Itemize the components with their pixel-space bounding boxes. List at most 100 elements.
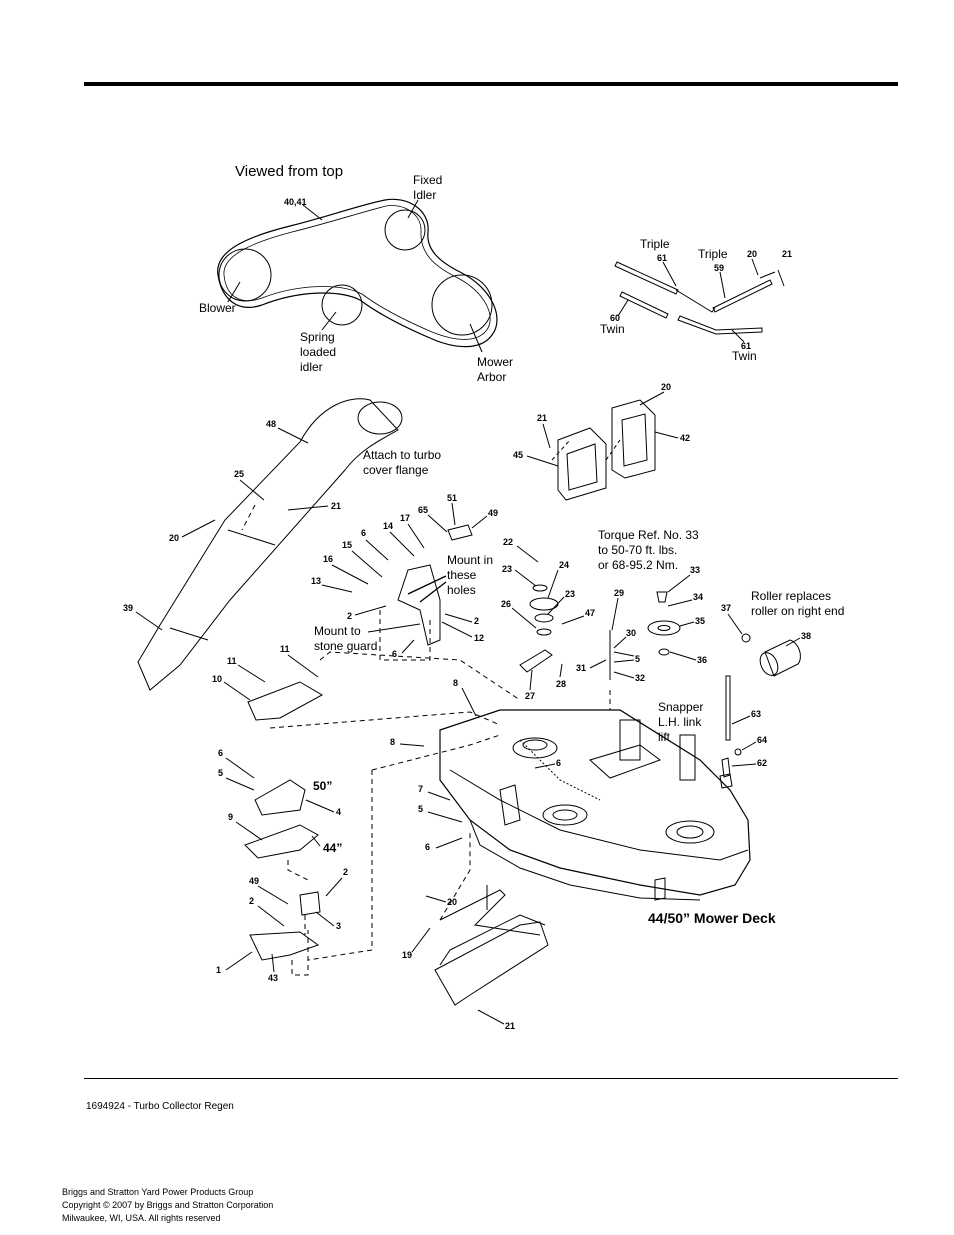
mower-arbor-pulley <box>431 274 493 336</box>
part-2a: 2 <box>347 611 352 621</box>
part-5c: 5 <box>418 804 423 814</box>
strip-hardware: Triple 61 Triple 59 20 21 60 Twin 61 Twi… <box>600 237 792 363</box>
cover-plates: 20 42 21 45 <box>513 382 690 501</box>
part-61b: 61 <box>741 341 751 351</box>
part-60: 60 <box>610 313 620 323</box>
part-8a: 8 <box>453 678 458 688</box>
blower-label: Blower <box>199 301 236 315</box>
twin-label-b: Twin <box>732 349 757 363</box>
part-63: 63 <box>751 709 761 719</box>
twin-label-a: Twin <box>600 322 625 336</box>
part-21b: 21 <box>537 413 547 423</box>
snapper-note-1: Snapper <box>658 700 703 714</box>
part-6d: 6 <box>218 748 223 758</box>
twin-strip-61 <box>677 315 763 335</box>
location-line: Milwaukee, WI, USA. All rights reserved <box>62 1213 221 1223</box>
part-39: 39 <box>123 603 133 613</box>
spring-idler-pulley <box>321 284 363 326</box>
footer-rule <box>84 1078 898 1079</box>
belt-view-title: Viewed from top <box>235 163 343 180</box>
belt-part-number: 40,41 <box>284 197 307 207</box>
part-24: 24 <box>559 560 569 570</box>
part-15: 15 <box>342 540 352 550</box>
lower-chute-body <box>434 921 549 1006</box>
roller-assembly: Roller replaces roller on right end 37 3… <box>721 589 844 677</box>
chute-tube <box>137 398 399 691</box>
part-9: 9 <box>228 812 233 822</box>
lower-bracket: 49 2 2 3 1 43 <box>216 867 348 983</box>
lower-chute: 20 19 21 <box>402 885 549 1031</box>
torque-note-3: or 68-95.2 Nm. <box>598 558 678 572</box>
part-1: 1 <box>216 965 221 975</box>
part-38: 38 <box>801 631 811 641</box>
deflectors: 6 5 50” 4 9 44” <box>218 748 342 859</box>
spring-idler-label-2: loaded <box>300 345 336 359</box>
copyright-block: Briggs and Stratton Yard Power Products … <box>62 1186 273 1225</box>
part-37: 37 <box>721 603 731 613</box>
part-25: 25 <box>234 469 244 479</box>
idler-stack: 22 23 24 23 26 47 27 28 <box>501 537 595 701</box>
belt-routing-view: Viewed from top 40,41 Fixed Idler Blower… <box>199 163 513 384</box>
part-2d: 2 <box>249 896 254 906</box>
part-23a: 23 <box>502 564 512 574</box>
baffle-10: 11 11 10 <box>212 644 324 721</box>
part-16: 16 <box>323 554 333 564</box>
part-62: 62 <box>757 758 767 768</box>
spring-idler-label-3: idler <box>300 360 323 374</box>
triple-strip-61 <box>614 261 679 295</box>
spindle-assembly: Torque Ref. No. 33 to 50-70 ft. lbs. or … <box>576 528 707 683</box>
part-12: 12 <box>474 633 484 643</box>
plate-42 <box>611 399 656 479</box>
part-29: 29 <box>614 588 624 598</box>
triple-label-a: Triple <box>640 237 670 251</box>
snapper-note-3: lift <box>658 730 671 744</box>
fixed-idler-label-2: Idler <box>413 188 436 202</box>
part-11a: 11 <box>227 656 237 666</box>
part-20a: 20 <box>747 249 757 259</box>
roller-38 <box>764 639 801 677</box>
deck-center-pulley <box>512 737 558 759</box>
part-51: 51 <box>447 493 457 503</box>
spring-idler-label-1: Spring <box>300 330 335 344</box>
link-lift: Snapper L.H. link lift 63 64 62 <box>658 675 767 789</box>
part-61a: 61 <box>657 253 667 263</box>
size-50-label: 50” <box>313 779 332 793</box>
part-6e: 6 <box>425 842 430 852</box>
part-65: 65 <box>418 505 428 515</box>
part-48: 48 <box>266 419 276 429</box>
mower-arbor-label-2: Arbor <box>477 370 506 384</box>
part-49b: 49 <box>249 876 259 886</box>
bracket-assembly: 51 65 49 17 14 6 15 16 13 2 2 12 6 Mount… <box>311 493 498 659</box>
part-26: 26 <box>501 599 511 609</box>
mower-arbor-label-1: Mower <box>477 355 513 369</box>
deck-spindle-left <box>542 804 588 826</box>
size-44-label: 44” <box>323 841 342 855</box>
part-27: 27 <box>525 691 535 701</box>
part-2b: 2 <box>474 616 479 626</box>
part-22: 22 <box>503 537 513 547</box>
deck-fasteners: 8 8 7 5 6 <box>390 678 477 852</box>
part-3: 3 <box>336 921 341 931</box>
part-59: 59 <box>714 263 724 273</box>
part-2c: 2 <box>343 867 348 877</box>
part-32: 32 <box>635 673 645 683</box>
document-id: 1694924 - Turbo Collector Regen <box>86 1101 234 1112</box>
plate-45 <box>557 427 607 501</box>
snapper-note-2: L.H. link <box>658 715 702 729</box>
discharge-chute: 48 25 21 20 39 Attach to turbo cover fla… <box>123 398 441 691</box>
part-6c: 6 <box>556 758 561 768</box>
part-31: 31 <box>576 663 586 673</box>
company-name: Briggs and Stratton Yard Power Products … <box>62 1187 254 1197</box>
part-43: 43 <box>268 973 278 983</box>
part-30: 30 <box>626 628 636 638</box>
idler-arm-27 <box>519 649 553 673</box>
part-13: 13 <box>311 576 321 586</box>
deck-title: 44/50” Mower Deck <box>648 910 776 926</box>
part-21a: 21 <box>782 249 792 259</box>
mount-holes-label-2: these <box>447 568 477 582</box>
mount-stone-label-1: Mount to <box>314 624 361 638</box>
roller-note-1: Roller replaces <box>751 589 831 603</box>
attach-turbo-label-1: Attach to turbo <box>363 448 441 462</box>
copyright-line: Copyright © 2007 by Briggs and Stratton … <box>62 1200 274 1210</box>
fixed-idler-pulley <box>384 209 426 251</box>
